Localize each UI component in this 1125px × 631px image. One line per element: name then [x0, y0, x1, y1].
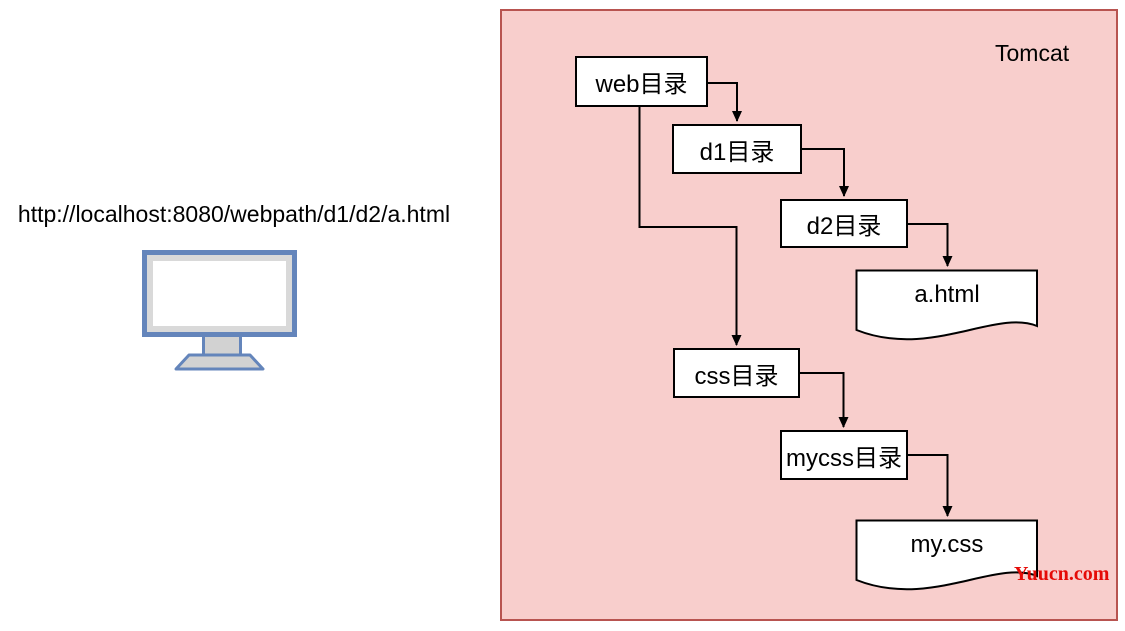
node-d1-directory: d1目录 [672, 124, 802, 174]
node-mycss-directory: mycss目录 [780, 430, 908, 480]
watermark-text: Yuucn.com [1014, 563, 1110, 585]
node-css-directory: css目录 [673, 348, 800, 398]
monitor-stand-base [174, 353, 265, 371]
monitor-screen [153, 261, 286, 326]
document-outline [855, 269, 1038, 341]
request-url-text: http://localhost:8080/webpath/d1/d2/a.ht… [17, 201, 451, 227]
file-label-a-html: a.html [914, 281, 980, 308]
file-shape-a-html [855, 269, 1038, 341]
node-web-directory: web目录 [575, 56, 708, 107]
document-outline [855, 519, 1038, 591]
tomcat-label: Tomcat [995, 40, 1070, 66]
node-d2-directory: d2目录 [780, 199, 908, 248]
file-label-my-css: my.css [910, 531, 984, 558]
computer-monitor-icon [142, 250, 297, 371]
file-shape-my-css [855, 519, 1038, 591]
